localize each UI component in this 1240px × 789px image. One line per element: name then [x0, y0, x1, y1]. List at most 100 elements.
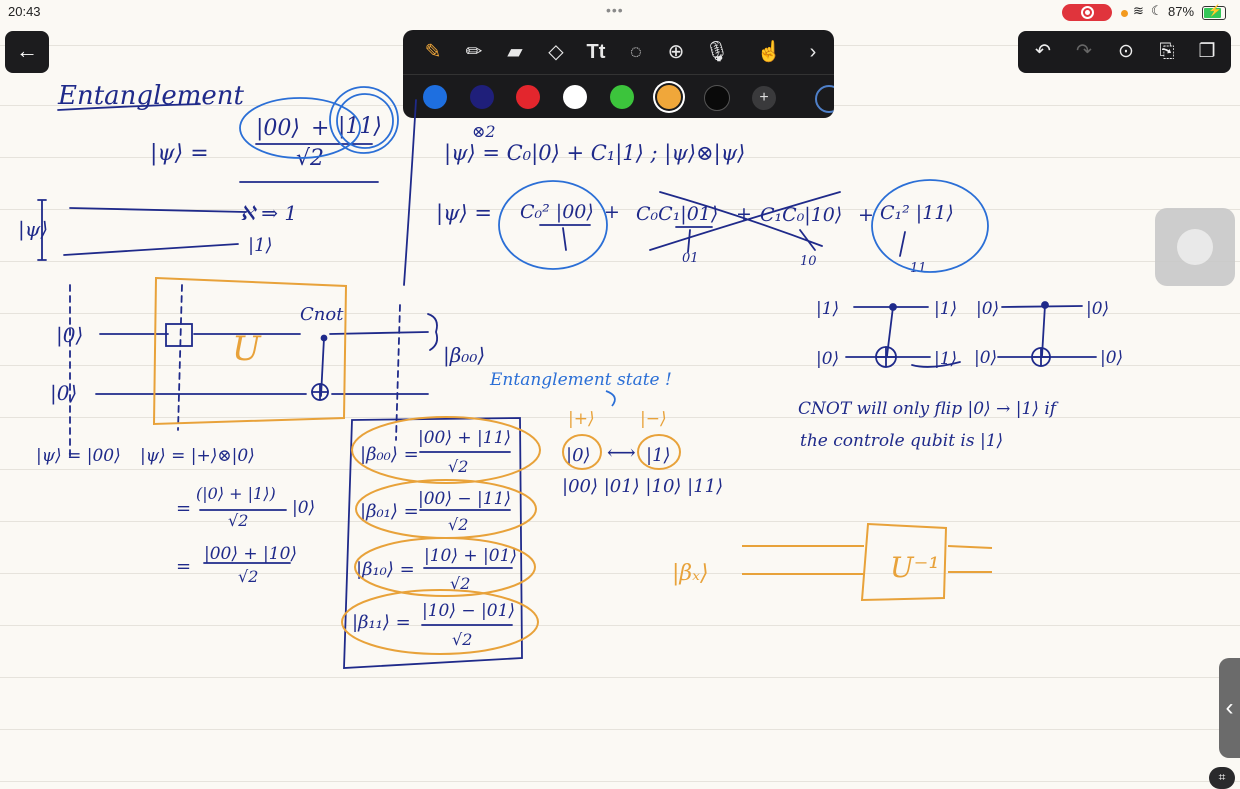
- entangled-state-label: Entanglement state !: [489, 370, 672, 390]
- beta11-lhs: |β₁₁⟩ =: [352, 612, 411, 633]
- beta00-num: |00⟩ + |11⟩: [418, 428, 511, 448]
- beta10-den: √2: [450, 574, 470, 593]
- color-swatch-green[interactable]: [610, 85, 634, 109]
- battery-icon: ⚡: [1202, 5, 1226, 20]
- beta00-den: √2: [448, 457, 468, 476]
- shapes-plus-icon[interactable]: ⊕: [667, 41, 685, 63]
- beta01-lhs: |β₀₁⟩ =: [360, 501, 419, 522]
- orange-ink-strokes: [152, 276, 993, 655]
- tensor-square: ⊗2: [472, 122, 496, 141]
- arrow-left-icon: ←: [16, 38, 38, 63]
- drawing-toolbar: ✎ ✏ ▰ ◇ Tt ◌ ⊕ 🎙 ☝ › +: [403, 30, 834, 118]
- step2-tail: |0⟩: [292, 498, 315, 518]
- color-swatch-orange-selected[interactable]: [657, 85, 681, 109]
- tool-row: ✎ ✏ ▰ ◇ Tt ◌ ⊕ 🎙 ☝ ›: [403, 30, 834, 74]
- psi-plus-0: |ψ⟩ = |+⟩⊗|0⟩: [140, 446, 255, 466]
- status-time: 20:43: [8, 4, 41, 19]
- beta01-num: |00⟩ − |11⟩: [418, 489, 511, 509]
- right-toolbar: ↶ ↷ ⊙ ⎘ ❐: [1018, 31, 1231, 73]
- psi-eq: |ψ⟩ =: [150, 141, 209, 166]
- wifi-icon: ≋: [1133, 3, 1144, 18]
- term-c1c0: C₁C₀|10⟩: [760, 204, 842, 226]
- beta00-output: |β₀₀⟩: [443, 343, 485, 368]
- export-icon[interactable]: ⎘: [1159, 41, 1175, 62]
- assistive-touch-button[interactable]: [1155, 208, 1235, 286]
- beta01-den: √2: [448, 515, 468, 534]
- pen-icon[interactable]: ✎: [424, 41, 442, 63]
- add-color-button[interactable]: +: [752, 86, 776, 110]
- plus-ket: |+⟩: [568, 409, 595, 429]
- u-inverse-gate: U⁻¹: [890, 551, 940, 584]
- minus-ket: |−⟩: [640, 409, 667, 429]
- step3-num: |00⟩ + |10⟩: [204, 544, 297, 564]
- microphone-icon[interactable]: 🎙: [704, 41, 730, 63]
- plus-sign: +: [311, 116, 329, 141]
- color-swatch-navy[interactable]: [470, 85, 494, 109]
- status-bar: 20:43 ••• ≋ ☾ 87% ⚡: [0, 0, 1240, 26]
- term-c1-squared: C₁² |11⟩: [880, 202, 954, 224]
- color-swatch-white[interactable]: [563, 85, 587, 109]
- beta11-num: |10⟩ − |01⟩: [422, 601, 515, 621]
- swap-0: |0⟩: [566, 445, 591, 466]
- beta00-lhs: |β₀₀⟩ =: [360, 444, 419, 465]
- beta10-lhs: |β₁₀⟩ =: [356, 559, 415, 580]
- touch-draw-icon[interactable]: ☝: [756, 41, 782, 63]
- color-row: +: [403, 74, 834, 118]
- c1-in-top: |1⟩: [816, 299, 839, 319]
- psi-00: |ψ⟩ = |00⟩: [36, 446, 121, 466]
- c1-in-bottom: |0⟩: [816, 349, 839, 369]
- back-button[interactable]: ←: [5, 31, 49, 73]
- pages-icon[interactable]: ❐: [1198, 41, 1216, 62]
- blue-ink-strokes: [37, 99, 1097, 669]
- chevron-right-icon[interactable]: ›: [809, 41, 817, 63]
- c2-out-top: |0⟩: [1086, 299, 1109, 319]
- light-blue-ink-strokes: [239, 86, 989, 407]
- focus-moon-icon: ☾: [1151, 3, 1163, 18]
- redo-icon[interactable]: ↷: [1076, 41, 1092, 62]
- psi-wire-label: |ψ⟩: [18, 217, 48, 242]
- eraser-icon[interactable]: ◇: [548, 41, 564, 63]
- multitask-dots-icon[interactable]: •••: [606, 2, 624, 18]
- x-arrow-one: ℵ ⇒ 1: [240, 201, 297, 225]
- cnot-note-line1: CNOT will only flip |0⟩ → |1⟩ if: [798, 399, 1059, 419]
- pencil-icon[interactable]: ✏: [465, 41, 483, 63]
- more-icon[interactable]: ⊙: [1118, 41, 1134, 62]
- step3-lhs: =: [176, 556, 191, 577]
- lasso-icon[interactable]: ◌: [630, 41, 642, 63]
- psi-expand-lhs: |ψ⟩ =: [436, 201, 492, 226]
- color-swatch-red[interactable]: [516, 85, 540, 109]
- beta10-num: |10⟩ + |01⟩: [424, 546, 517, 566]
- highlighter-icon[interactable]: ▰: [507, 41, 523, 63]
- text-tool-icon[interactable]: Tt: [586, 41, 606, 63]
- screenshot-corner-icon[interactable]: ⌗: [1209, 767, 1235, 789]
- ket0-bottom: |0⟩: [50, 381, 77, 406]
- beta-x: |βₓ⟩: [672, 561, 709, 586]
- beta11-den: √2: [452, 630, 472, 649]
- swap-1: |1⟩: [646, 445, 671, 466]
- screen-record-icon[interactable]: [1062, 4, 1112, 21]
- color-swatch-blue[interactable]: [423, 85, 447, 109]
- swap-arrow: ⟷: [607, 440, 636, 464]
- step3-den: √2: [238, 567, 258, 586]
- c2-in-top: |0⟩: [976, 299, 999, 319]
- c1-out-top: |1⟩: [934, 299, 957, 319]
- term-c0-squared: C₀² |00⟩: [520, 201, 594, 223]
- u-gate-label: U: [232, 329, 262, 369]
- mic-indicator-icon: [1121, 10, 1128, 17]
- side-panel-tab[interactable]: ‹: [1219, 658, 1240, 758]
- basis-states: |00⟩ |01⟩ |10⟩ |11⟩: [562, 476, 723, 497]
- plus-2: +: [604, 201, 620, 223]
- step2-den: √2: [228, 511, 248, 530]
- pen-size-preview[interactable]: [815, 85, 834, 113]
- undo-icon[interactable]: ↶: [1035, 41, 1051, 62]
- c2-in-bottom: |0⟩: [974, 348, 997, 368]
- sub-01: 01: [682, 251, 699, 266]
- psi-c-eq: |ψ⟩ = C₀|0⟩ + C₁|1⟩ ; |ψ⟩⊗|ψ⟩: [444, 141, 745, 166]
- sub-11: 11: [910, 261, 927, 276]
- cnot-note-line2: the controle qubit is |1⟩: [800, 431, 1003, 451]
- color-swatch-black[interactable]: [704, 85, 730, 111]
- battery-percent: 87%: [1168, 4, 1195, 19]
- ket1-wire: |1⟩: [248, 235, 273, 256]
- cnot-label: Cnot: [300, 304, 344, 325]
